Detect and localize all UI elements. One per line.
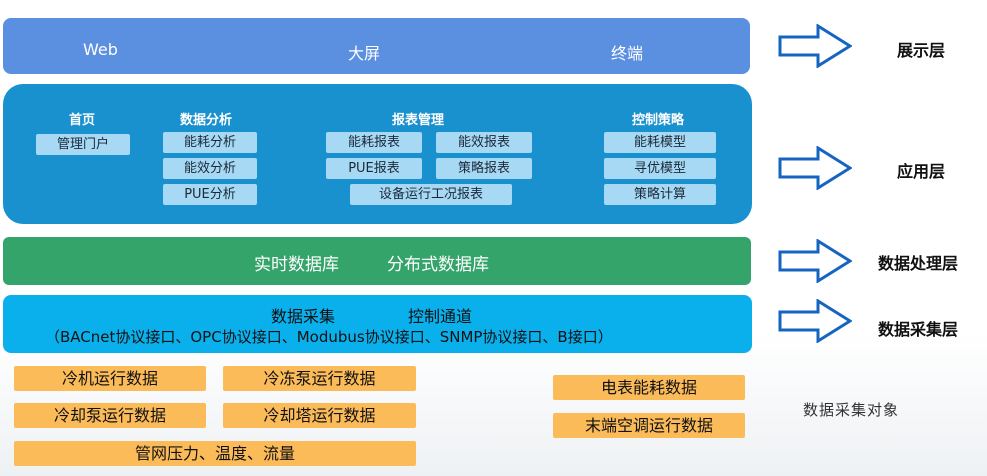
processing-item-realtime-db: 实时数据库 [254, 255, 339, 275]
app-chip-energy-report: 能耗报表 [326, 132, 422, 153]
object-chiller-data: 冷机运行数据 [14, 366, 206, 391]
app-chip-energy-analysis: 能耗分析 [163, 132, 257, 153]
arrow-right-icon [778, 24, 852, 68]
app-home-title: 首页 [69, 113, 96, 128]
app-reports-title: 报表管理 [392, 113, 445, 128]
object-terminal-ac-data: 末端空调运行数据 [553, 413, 745, 438]
object-meter-energy-data: 电表能耗数据 [553, 375, 745, 400]
app-chip-energy-model: 能耗模型 [604, 132, 716, 153]
object-chilled-pump-data: 冷冻泵运行数据 [223, 366, 416, 391]
display-item-web: Web [83, 40, 118, 59]
app-chip-efficiency-analysis: 能效分析 [163, 158, 257, 179]
app-chip-pue-analysis: PUE分析 [163, 184, 257, 205]
object-cooling-pump-data: 冷却泵运行数据 [14, 403, 206, 428]
display-item-terminal: 终端 [611, 44, 644, 63]
processing-item-distributed-db: 分布式数据库 [387, 255, 489, 275]
processing-layer-band: 实时数据库 分布式数据库 [3, 237, 751, 285]
label-display-layer: 展示层 [897, 41, 946, 60]
collection-layer-band: 数据采集 控制通道 （BACnet协议接口、OPC协议接口、Modubus协议接… [3, 295, 752, 353]
app-analysis-title: 数据分析 [180, 113, 233, 128]
collection-protocols: （BACnet协议接口、OPC协议接口、Modubus协议接口、SNMP协议接口… [45, 328, 613, 346]
application-layer-band: 首页 管理门户 数据分析 能耗分析 能效分析 PUE分析 报表管理 能耗报表 能… [3, 84, 752, 224]
arrow-right-icon [778, 146, 852, 190]
app-chip-equipment-report: 设备运行工况报表 [350, 184, 512, 205]
app-chip-strategy-report: 策略报表 [436, 158, 532, 179]
app-control-title: 控制策略 [632, 113, 685, 128]
app-chip-strategy-calc: 策略计算 [604, 184, 716, 205]
app-chip-efficiency-report: 能效报表 [436, 132, 532, 153]
collection-objects-caption: 数据采集对象 [803, 401, 900, 419]
app-chip-pue-report: PUE报表 [326, 158, 422, 179]
object-pipe-network-data: 管网压力、温度、流量 [14, 441, 416, 466]
label-processing-layer: 数据处理层 [878, 254, 959, 273]
arrow-right-icon [778, 299, 852, 343]
object-cooling-tower-data: 冷却塔运行数据 [223, 403, 416, 428]
label-collection-layer: 数据采集层 [878, 320, 959, 339]
display-item-big-screen: 大屏 [348, 44, 381, 63]
collection-item-data: 数据采集 [271, 307, 336, 326]
display-layer-band: Web 大屏 终端 [3, 18, 750, 74]
label-application-layer: 应用层 [897, 162, 946, 181]
app-chip-optimization-model: 寻优模型 [604, 158, 716, 179]
collection-item-control: 控制通道 [408, 307, 473, 326]
app-chip-portal: 管理门户 [36, 134, 130, 155]
arrow-right-icon [778, 239, 852, 283]
